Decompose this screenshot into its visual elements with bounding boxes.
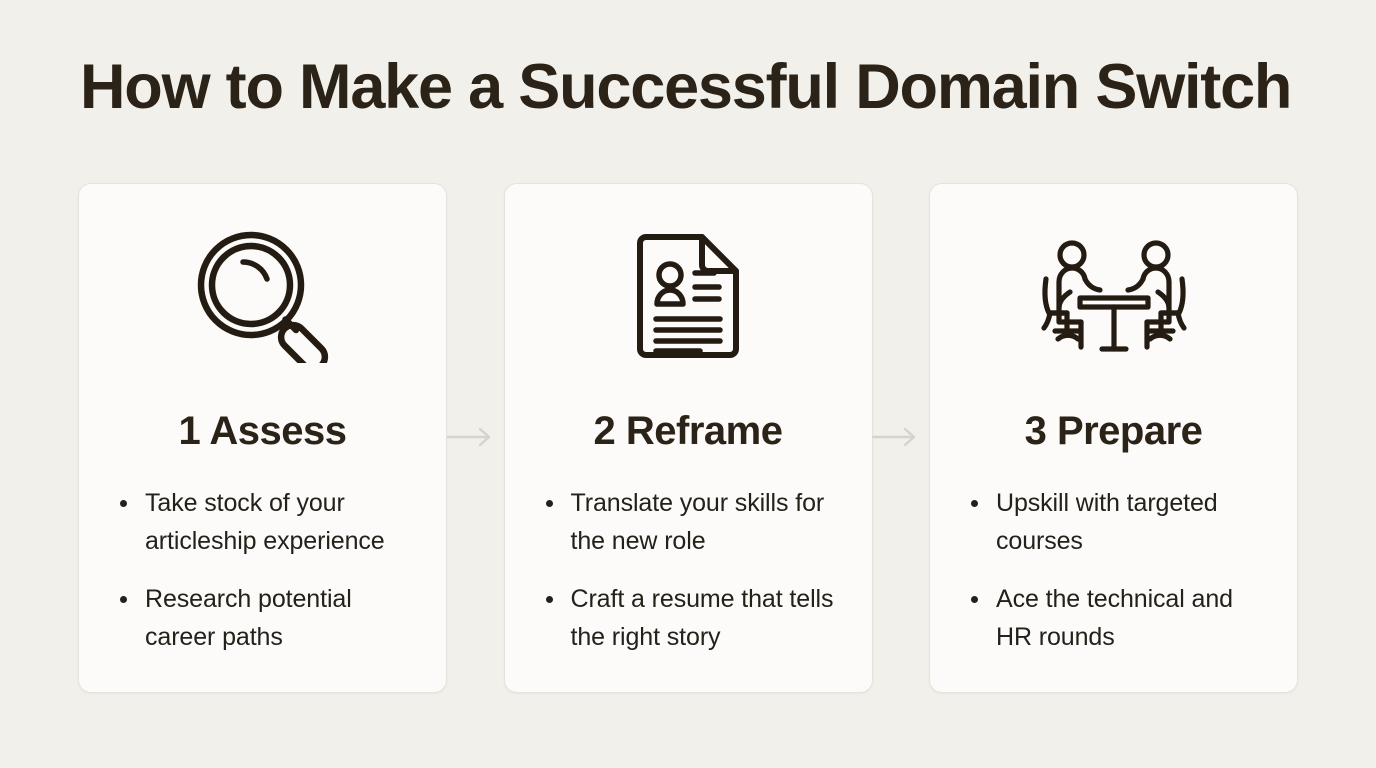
list-item: Upskill with targeted courses (970, 484, 1263, 560)
step-bullet-list: Upskill with targeted courses Ace the te… (930, 484, 1297, 656)
magnifier-icon (79, 226, 446, 366)
step-card-prepare[interactable]: 3 Prepare Upskill with targeted courses … (929, 183, 1298, 693)
step-heading: 3 Prepare (1024, 409, 1203, 453)
step-card-reframe[interactable]: 2 Reframe Translate your skills for the … (503, 183, 873, 693)
step-heading: 1 Assess (178, 409, 348, 453)
step-bullet-list: Translate your skills for the new role C… (505, 484, 872, 656)
step-bullet-list: Take stock of your articleship experienc… (79, 484, 446, 656)
page-title: How to Make a Successful Domain Switch (80, 52, 1292, 122)
interview-people-icon (930, 226, 1297, 366)
step-heading: 2 Reframe (593, 409, 783, 453)
steps-container: 1 Assess Take stock of your articleship … (78, 183, 1298, 693)
list-item: Translate your skills for the new role (545, 484, 838, 560)
list-item: Ace the technical and HR rounds (970, 580, 1263, 656)
list-item: Take stock of your articleship experienc… (119, 484, 412, 560)
list-item: Craft a resume that tells the right stor… (545, 580, 838, 656)
step-card-assess[interactable]: 1 Assess Take stock of your articleship … (78, 183, 447, 693)
list-item: Research potential career paths (119, 580, 412, 656)
resume-document-icon (505, 226, 872, 366)
